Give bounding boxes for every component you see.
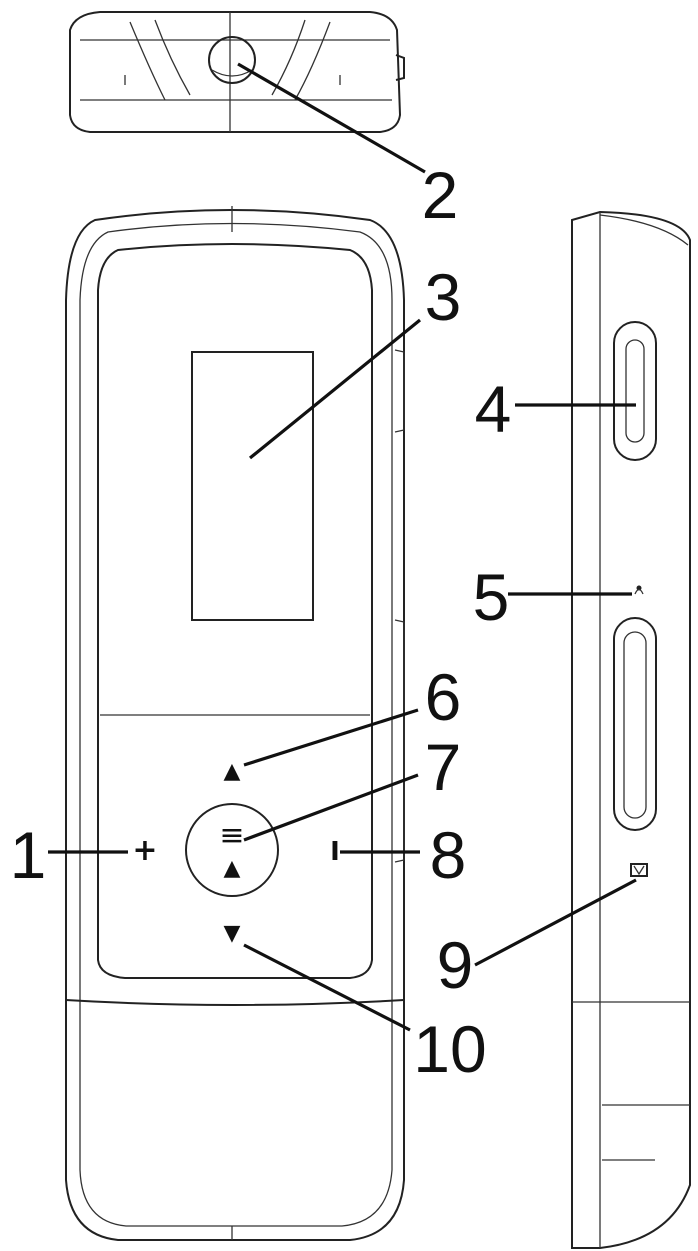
callout-10: 10 [413, 1012, 486, 1086]
callout-1: 1 [10, 818, 47, 892]
callout-numbers: 1 2 3 4 5 6 7 8 9 10 [10, 158, 512, 1086]
play-glyph: ▲ [224, 856, 241, 881]
callout-7: 7 [425, 730, 462, 804]
callout-6: 6 [425, 660, 462, 734]
leader-lines [48, 62, 637, 1032]
down-button[interactable]: ▼ [224, 921, 241, 946]
callout-5: 5 [473, 560, 510, 634]
menu-glyph: ≡ [219, 818, 244, 853]
callout-3: 3 [425, 260, 462, 334]
side-view [571, 210, 691, 1249]
card-slot [613, 617, 657, 831]
earphone-jack [208, 36, 256, 84]
callout-8: 8 [430, 818, 467, 892]
top-view [69, 11, 405, 133]
volume-minus-button[interactable]: I [330, 837, 340, 867]
lcd-display [191, 351, 314, 621]
volume-plus-button[interactable]: + [132, 833, 157, 868]
callout-9: 9 [437, 928, 474, 1002]
hold-switch[interactable] [613, 321, 657, 461]
card-slot-icon [630, 863, 648, 877]
up-button[interactable]: ▲ [224, 759, 241, 784]
center-play-menu-button[interactable] [185, 803, 279, 897]
callout-2: 2 [422, 158, 459, 232]
front-view: ≡ ▲ ▲ ▼ + I [65, 206, 405, 1241]
callout-4: 4 [475, 372, 512, 446]
mic-icon [634, 585, 644, 595]
